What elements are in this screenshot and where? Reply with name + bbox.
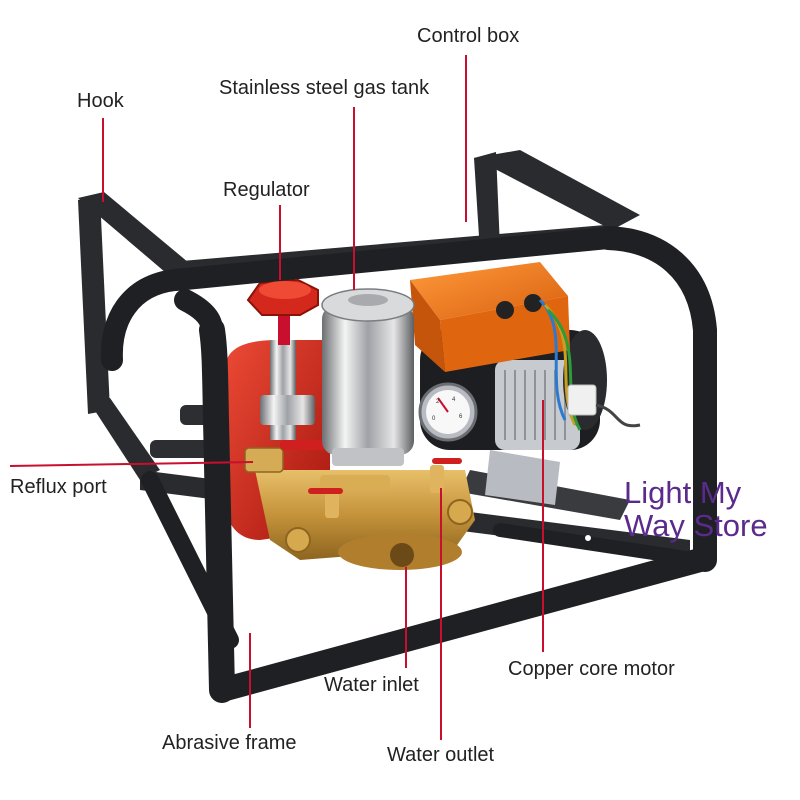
label-water-outlet: Water outlet bbox=[387, 744, 495, 766]
gauge-mark: 6 bbox=[459, 414, 463, 420]
label-copper-core-motor: Copper core motor bbox=[508, 658, 675, 680]
frame-holes bbox=[309, 535, 591, 605]
pressure-gauge: 0 2 4 6 bbox=[418, 382, 478, 442]
abrasive-frame bbox=[100, 226, 717, 703]
label-hook: Hook bbox=[77, 90, 124, 112]
brass-manifold bbox=[255, 458, 475, 570]
label-reflux-port: Reflux port bbox=[10, 476, 107, 498]
label-gas-tank: Stainless steel gas tank bbox=[219, 77, 430, 99]
gauge-mark: 2 bbox=[436, 399, 440, 405]
gauge-mark: 0 bbox=[432, 416, 436, 422]
label-water-inlet: Water inlet bbox=[324, 674, 419, 696]
reflux-fitting bbox=[244, 440, 325, 473]
leader-lines bbox=[9, 55, 544, 740]
regulator bbox=[246, 278, 319, 440]
watermark-line-2: Way Store bbox=[624, 508, 768, 544]
control-box bbox=[410, 262, 641, 431]
label-regulator: Regulator bbox=[223, 179, 310, 201]
label-control-box: Control box bbox=[417, 25, 520, 47]
leader-reflux-port bbox=[9, 461, 254, 467]
label-abrasive-frame: Abrasive frame bbox=[162, 732, 297, 754]
stainless-steel-gas-tank bbox=[321, 288, 415, 466]
watermark-line-1: Light My bbox=[624, 475, 742, 510]
store-watermark: Light My Way Store bbox=[624, 476, 768, 543]
mount-plate bbox=[460, 450, 630, 520]
gauge-mark: 4 bbox=[452, 397, 456, 403]
